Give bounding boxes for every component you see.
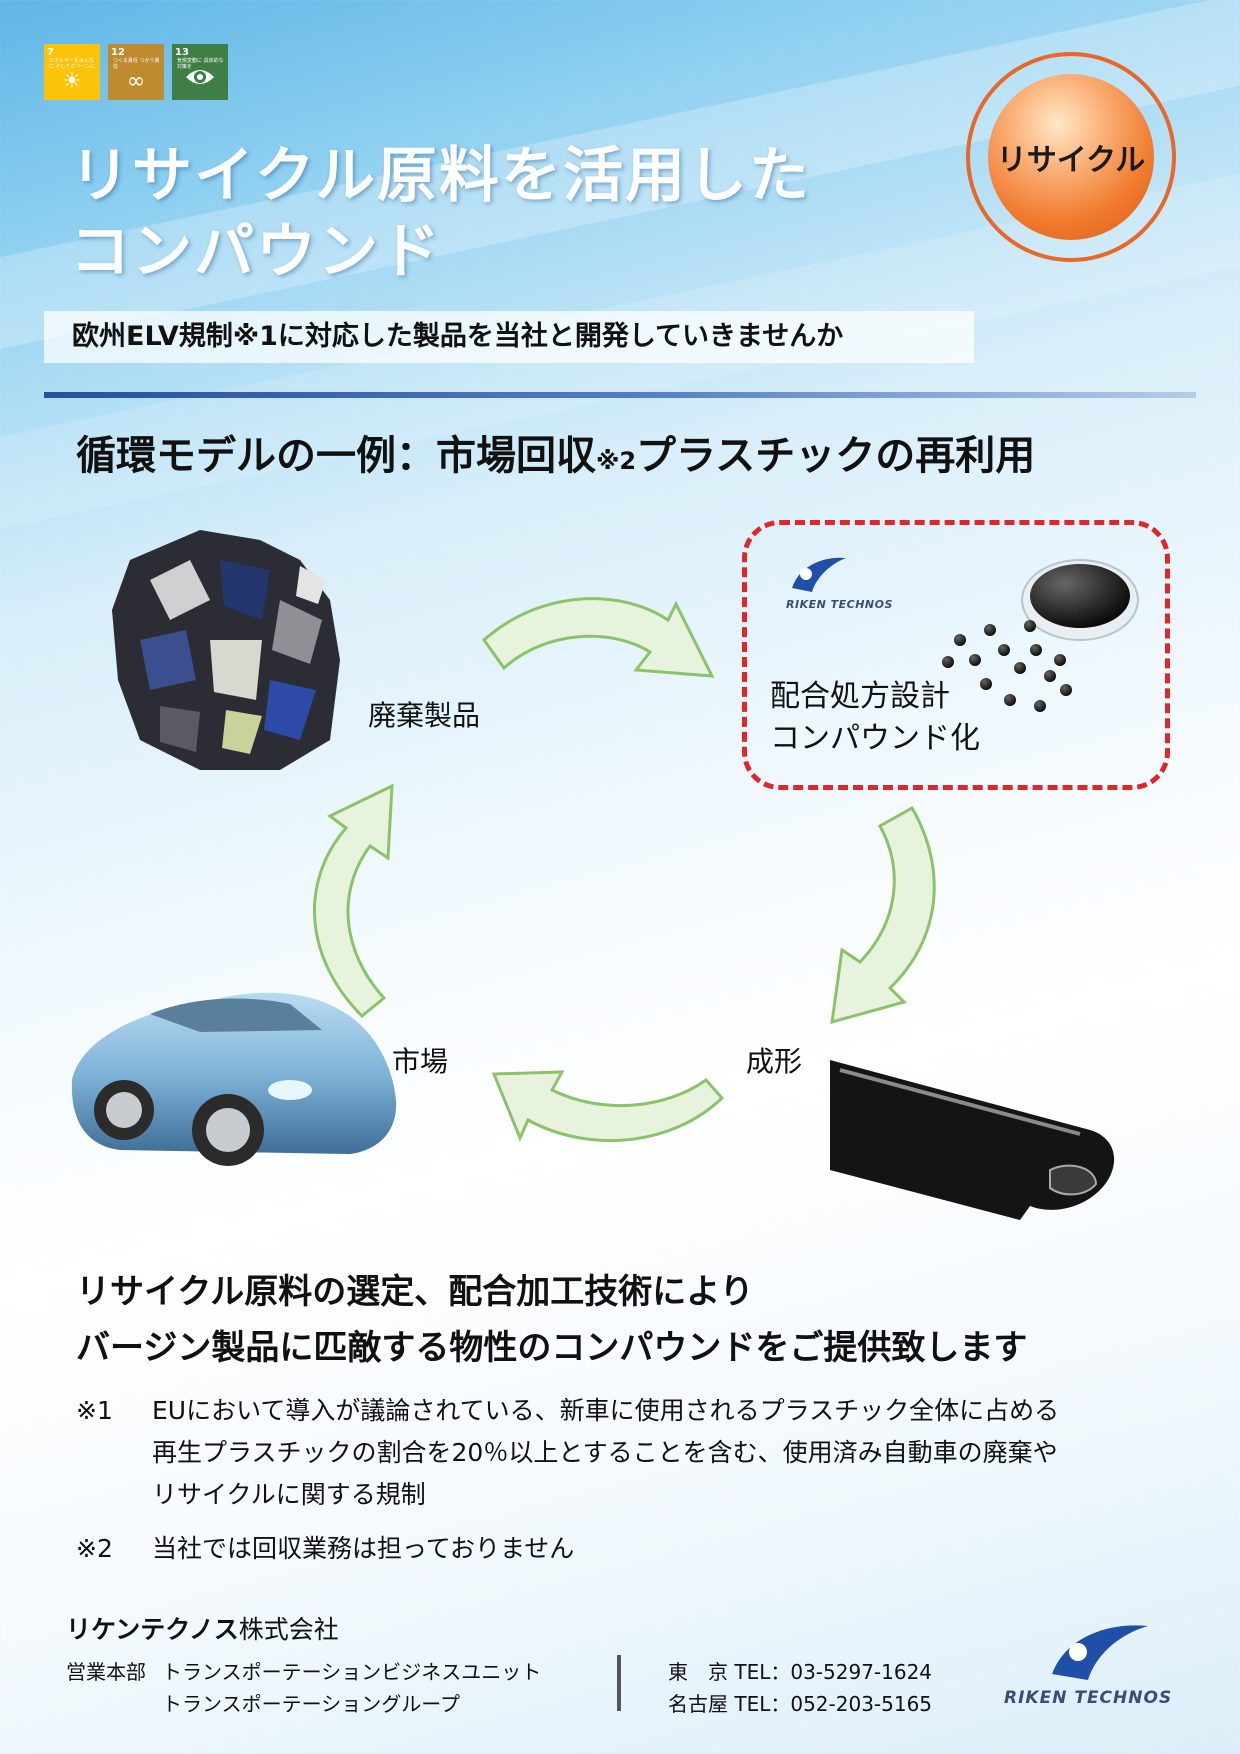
compound-design-box	[742, 520, 1170, 790]
infinity-icon: ∞	[126, 69, 146, 94]
riken-technos-logo: RIKEN TECHNOS	[1004, 1620, 1172, 1708]
lead-text: リサイクル原料の選定、配合加工技術により バージン製品に匹敵する物性のコンパウン…	[76, 1272, 1028, 1368]
car-image	[71, 992, 397, 1166]
badge-ring	[966, 52, 1176, 262]
recycle-badge: リサイクル	[988, 74, 1154, 240]
footnote-2: ※2 当社では回収業務は担っておりません	[76, 1534, 575, 1563]
label-molding: 成形	[746, 1045, 803, 1078]
sun-icon: ☀	[62, 69, 82, 94]
cycle-diagram	[71, 530, 1139, 1220]
department-info: 営業本部 トランスポーテーションビジネスユニット トランスポーテーショングループ	[66, 1660, 542, 1716]
footnote-1: ※1 EUにおいて導入が議論されている、新車に使用されるプラスチック全体に占める…	[76, 1396, 1060, 1509]
arrow-compound-to-molding	[830, 805, 936, 1025]
arrow-waste-to-compound	[481, 597, 715, 678]
footnotes: ※1 EUにおいて導入が議論されている、新車に使用されるプラスチック全体に占める…	[76, 1390, 1176, 1570]
model-heading: 循環モデルの一例：市場回収※2プラスチックの再利用	[76, 433, 1036, 479]
pellets-image	[942, 559, 1139, 712]
sdg-13-tile: 13気候変動に 具体的な対策を	[172, 44, 228, 100]
page-title: リサイクル原料を活用した コンパウンド	[70, 141, 811, 287]
contact-phones: 東 京 TEL：03-5297-1624 名古屋 TEL：052-203-516…	[668, 1660, 933, 1716]
sdg-7-tile: 7エネルギーをみんなに そしてクリーンに ☀	[44, 44, 100, 100]
arrow-market-to-waste	[312, 783, 394, 1019]
arrow-molding-to-market	[491, 1070, 725, 1142]
divider-rule	[44, 392, 1196, 398]
riken-swoosh-icon	[792, 557, 846, 592]
riken-swoosh-icon	[1052, 1625, 1148, 1680]
subtitle-bar: 欧州ELV規制※1に対応した製品を当社と開発していきませんか	[44, 311, 974, 363]
compound-design-text: 配合処方設計 コンパウンド化	[770, 679, 980, 756]
molded-profile-image	[830, 1060, 1115, 1220]
earth-eye-icon	[172, 66, 228, 94]
label-market: 市場	[392, 1045, 449, 1078]
sdg-12-tile: 12つくる責任 つかう責任 ∞	[108, 44, 164, 100]
label-waste-products: 廃棄製品	[368, 699, 481, 732]
riken-technos-logo-small: RIKEN TECHNOS	[786, 554, 893, 611]
company-name: リケンテクノス株式会社	[66, 1615, 339, 1644]
footer-divider	[617, 1655, 621, 1711]
waste-plastic-image	[112, 530, 340, 770]
